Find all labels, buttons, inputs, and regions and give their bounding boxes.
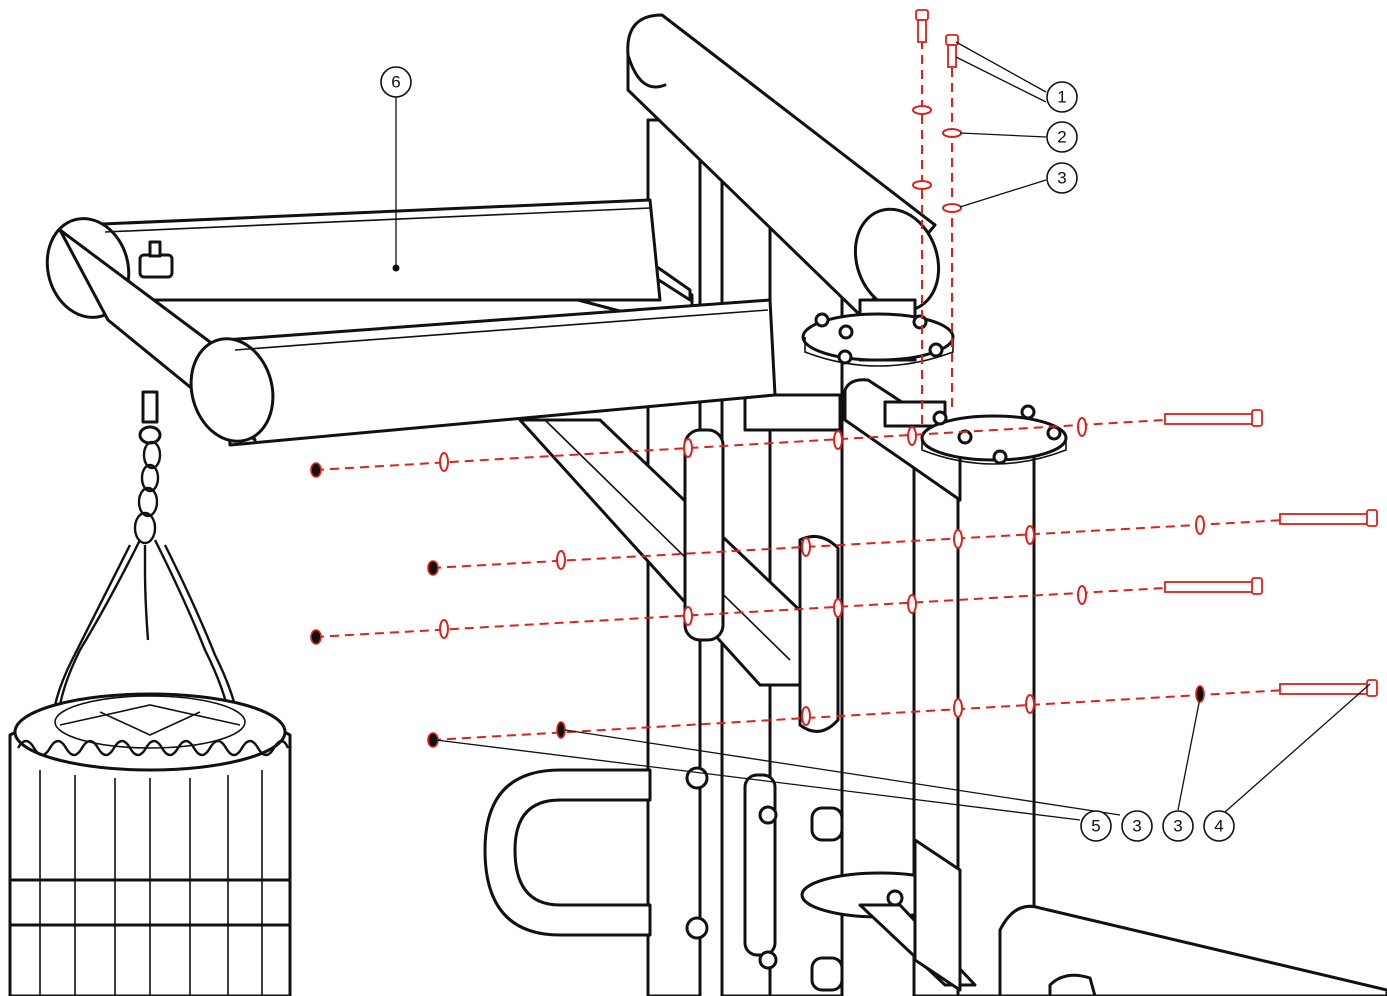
callout-3-a: 3: [1121, 810, 1153, 842]
callout-3-top: 3: [1046, 162, 1078, 194]
middle-flange: [743, 378, 1068, 502]
punch-bag-arm: [45, 198, 777, 447]
upper-diagonal-tube: [626, 13, 941, 317]
punching-bag: [8, 692, 292, 996]
hardware-row-3: [310, 577, 1263, 645]
callout-5-label: 5: [1091, 817, 1100, 836]
callout-1: 1: [1046, 81, 1078, 113]
vertical-hardware: [912, 9, 962, 213]
callout-5: 5: [1080, 810, 1112, 842]
callout-3-top-label: 3: [1057, 169, 1066, 188]
callout-2: 2: [1046, 121, 1078, 153]
lower-right-frame: [998, 904, 1387, 996]
callout-4: 4: [1203, 810, 1235, 842]
hook-and-chains: [50, 390, 242, 731]
callout-6-label: 6: [391, 73, 400, 92]
hardware-row-4: [427, 679, 1378, 748]
diagonal-arm-bracket: [518, 418, 840, 733]
callout-3-a-label: 3: [1132, 817, 1141, 836]
upper-flange: [801, 298, 955, 367]
callout-4-label: 4: [1214, 817, 1223, 836]
hardware-row-2: [427, 509, 1378, 576]
hardware-row-1: [310, 409, 1263, 478]
assembly-axes: [314, 40, 1286, 741]
callout-3-b: 3: [1162, 810, 1194, 842]
callout-3-b-label: 3: [1173, 817, 1182, 836]
callout-1-label: 1: [1057, 88, 1066, 107]
leader-lines: [392, 41, 1371, 821]
lower-flange: [800, 838, 977, 992]
lower-u-handle: [483, 766, 844, 992]
callout-2-label: 2: [1057, 128, 1066, 147]
callout-6: 6: [380, 66, 412, 98]
